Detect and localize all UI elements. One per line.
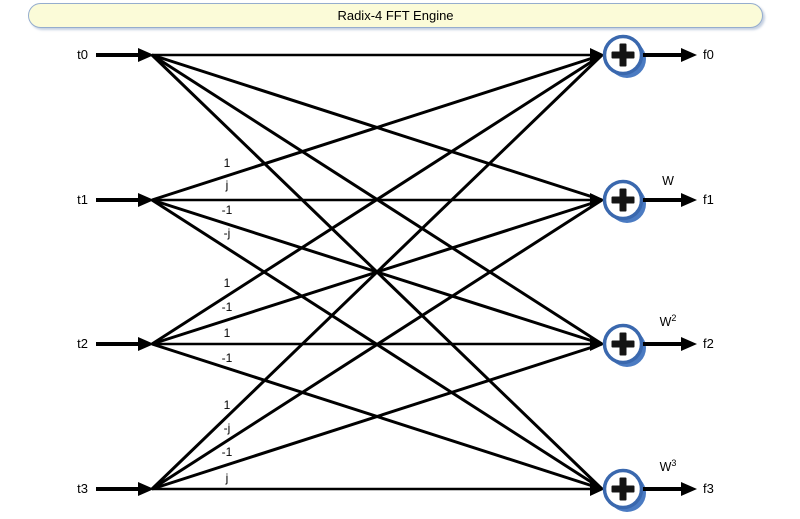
output-arrowhead-f1 [681,193,697,207]
coeff-t1-f1: j [225,178,229,192]
adder-f2 [602,323,646,367]
entry-arrowhead-f0 [590,48,605,62]
input-label-t0: t0 [77,47,88,62]
coeff-t2-f3: -1 [221,351,233,365]
input-arrows [96,48,154,496]
coeff-t2-f2: 1 [223,326,231,340]
plus-icon [619,477,627,501]
coeff-t3-f0: 1 [223,398,231,412]
output-arrowhead-f0 [681,48,697,62]
entry-arrowhead-f3 [590,482,605,496]
plus-icon [619,188,627,212]
input-label-t3: t3 [77,481,88,496]
diagram-title: Radix-4 FFT Engine [337,8,454,23]
diagram-title-bar: Radix-4 FFT Engine [28,3,763,28]
input-arrowhead-t1 [138,193,154,207]
input-arrowhead-t3 [138,482,154,496]
edge-t3-f2 [151,342,603,491]
twiddle-label-f2: W2 [644,312,692,330]
output-arrows [643,48,697,496]
entry-arrowhead-f1 [590,193,605,207]
output-arrowhead-f2 [681,337,697,351]
coeff-t3-f2: -1 [221,445,233,459]
entry-arrowhead-f2 [590,337,605,351]
coeff-t1-f3: -j [223,226,231,240]
edges [150,53,604,491]
coeff-t2-f1: -1 [221,300,233,314]
output-label-f0: f0 [703,47,714,62]
output-label-f1: f1 [703,192,714,207]
twiddle-exponent: 3 [671,457,677,468]
input-arrowhead-t2 [138,337,154,351]
edge-t2-f0 [151,53,603,346]
output-label-f3: f3 [703,481,714,496]
input-label-t2: t2 [77,336,88,351]
output-arrowhead-f3 [681,482,697,496]
plus-icon [619,332,627,356]
adder-f0 [602,34,646,78]
edge-t3-f1 [151,198,603,491]
coeff-t2-f0: 1 [223,276,231,290]
twiddle-base: W [662,174,674,188]
edge-t1-f0 [151,53,603,202]
input-label-t1: t1 [77,192,88,207]
edge-t3-f0 [150,53,604,491]
twiddle-exponent: 2 [671,312,677,323]
twiddle-label-f3: W3 [644,457,692,475]
coeff-t3-f1: -j [223,421,231,435]
coeff-t3-f3: j [225,471,229,485]
adder-f3 [602,468,646,512]
twiddle-base: W [659,315,672,329]
plus-icon [619,43,627,67]
adder-entry-arrowheads [590,48,605,496]
twiddle-label-f1: W [644,173,692,189]
output-label-f2: f2 [703,336,714,351]
twiddle-base: W [659,460,672,474]
input-arrowhead-t0 [138,48,154,62]
coeff-t1-f0: 1 [223,156,231,170]
coeff-t1-f2: -1 [221,203,233,217]
adder-f1 [602,179,646,223]
